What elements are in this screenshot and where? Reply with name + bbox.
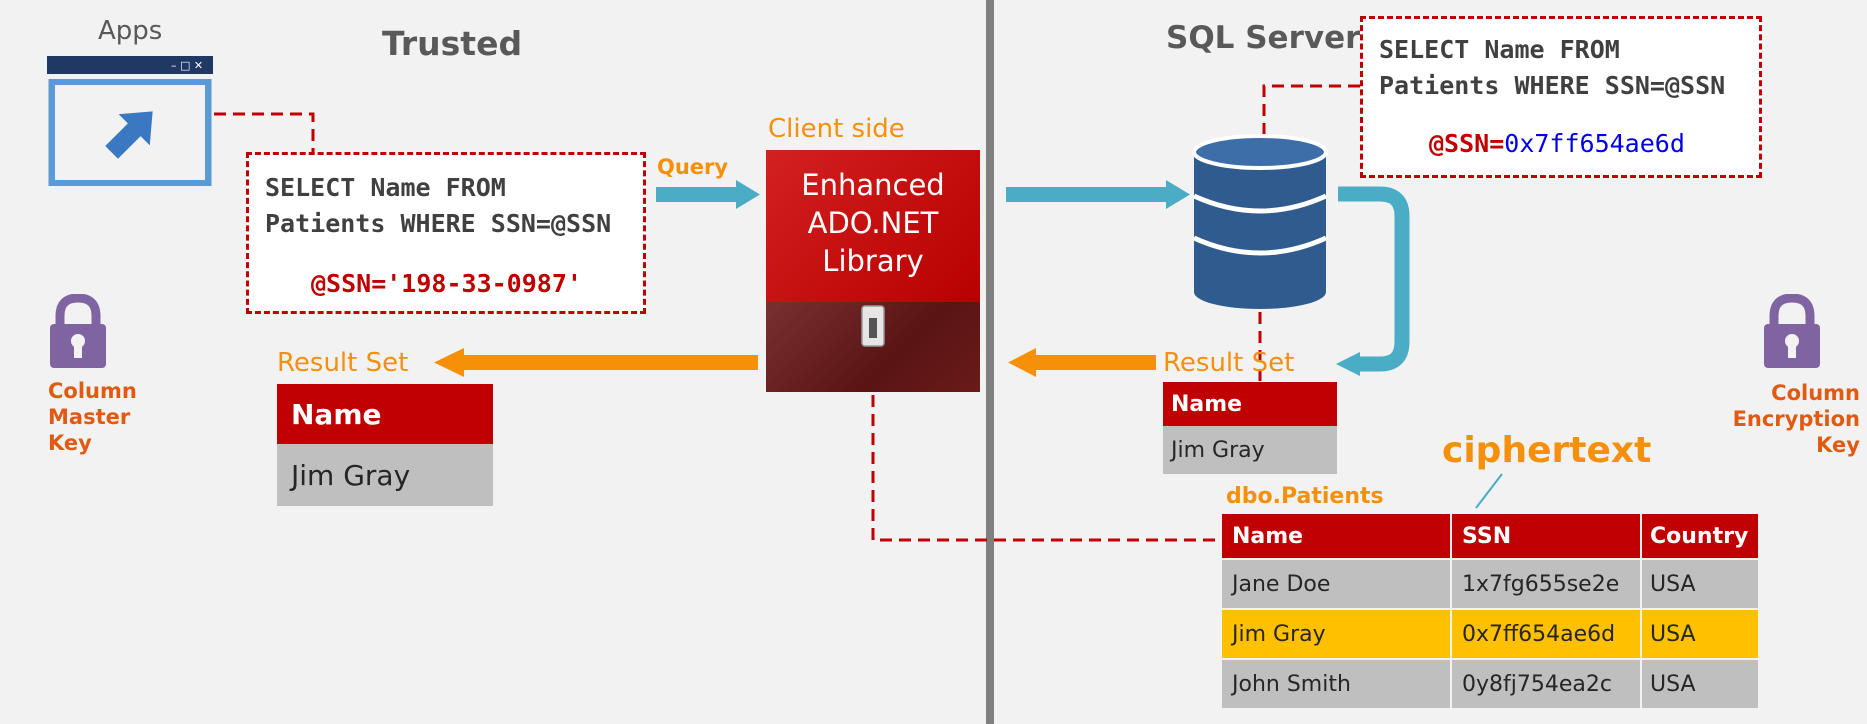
cek-line-3: Key [1816,433,1860,457]
library-patients-dashed-line [871,395,1224,542]
client-side-label: Client side [768,114,905,144]
server-query-box: SELECT Name FROM Patients WHERE SSN=@SSN… [1360,16,1762,178]
result-arrow-client [434,348,758,377]
library-title: Enhanced ADO.NET Library [766,166,980,280]
trust-boundary-divider [986,0,994,724]
cek-line-2: Encryption [1732,407,1860,431]
client-query-line-1: SELECT Name FROM [265,173,506,202]
server-result-set-label: Result Set [1163,348,1295,378]
client-result-set-label: Result Set [277,348,409,378]
patients-header-country: Country [1642,514,1758,558]
server-query-param-name: @SSN= [1429,129,1505,158]
cmk-line-2: Master [48,405,131,429]
patients-cell-country: USA [1642,610,1758,658]
patients-cell-ssn: 0x7ff654ae6d [1452,610,1642,658]
query-arrow-server [1006,180,1190,209]
patients-cell-country: USA [1642,660,1758,708]
cek-line-1: Column [1771,381,1860,405]
ciphertext-pointer-line [1475,473,1503,509]
server-query-param-value: 0x7ff654ae6d [1504,129,1685,158]
app-window-icon: – □ ✕ [47,56,213,186]
column-master-key-lock-icon [50,294,106,368]
apps-label: Apps [98,16,163,46]
trusted-heading: Trusted [382,24,523,63]
table-row-highlighted: Jim Gray 0x7ff654ae6d USA [1222,608,1758,658]
client-result-value: Jim Gray [277,444,493,506]
query-label: Query [657,155,729,179]
client-result-table: Name Jim Gray [277,384,493,506]
database-return-arrow [1336,186,1410,376]
cmk-line-1: Column [48,379,137,403]
server-result-table: Name Jim Gray [1163,382,1337,474]
result-arrow-server [1008,348,1156,377]
library-title-line-1: Enhanced [801,168,945,202]
svg-text:– □ ✕: – □ ✕ [171,59,203,72]
column-master-key-label: Column Master Key [48,378,137,456]
server-query-param: @SSN=0x7ff654ae6d [1429,129,1685,158]
table-row: John Smith 0y8fj754ea2c USA [1222,658,1758,708]
server-query-line-1: SELECT Name FROM [1379,35,1620,64]
app-query-dashed-line [214,112,315,152]
patients-header-name: Name [1222,514,1452,558]
server-result-header: Name [1163,382,1337,426]
client-result-header: Name [277,384,493,444]
server-query-dashed-line [1262,84,1360,140]
client-query-param: @SSN='198-33-0987' [311,269,582,298]
library-key-slot-icon [861,305,885,347]
library-title-line-2: ADO.NET [807,206,939,240]
query-arrow-client [656,180,760,209]
patients-cell-country: USA [1642,560,1758,608]
client-query-line-2: Patients WHERE SSN=@SSN [265,209,612,238]
server-query-line-2: Patients WHERE SSN=@SSN [1379,71,1726,100]
ciphertext-label: ciphertext [1442,430,1652,471]
cmk-line-3: Key [48,431,92,455]
database-icon [1192,134,1328,309]
ado-net-library: Enhanced ADO.NET Library [766,150,980,392]
patients-header-row: Name SSN Country [1222,514,1758,558]
library-title-line-3: Library [822,244,924,278]
patients-cell-name: Jane Doe [1222,560,1452,608]
patients-cell-name: Jim Gray [1222,610,1452,658]
patients-header-ssn: SSN [1452,514,1642,558]
dbo-patients-label: dbo.Patients [1226,484,1384,509]
patients-cell-ssn: 1x7fg655se2e [1452,560,1642,608]
column-encryption-key-label: Column Encryption Key [1690,380,1860,458]
library-top-panel [766,150,980,302]
patients-cell-ssn: 0y8fj754ea2c [1452,660,1642,708]
server-result-value: Jim Gray [1163,426,1337,474]
patients-cell-name: John Smith [1222,660,1452,708]
patients-table: Name SSN Country Jane Doe 1x7fg655se2e U… [1222,514,1758,708]
column-encryption-key-lock-icon [1764,294,1820,368]
client-query-box: SELECT Name FROM Patients WHERE SSN=@SSN… [246,152,646,314]
table-row: Jane Doe 1x7fg655se2e USA [1222,558,1758,608]
sql-server-heading: SQL Server [1166,20,1361,56]
